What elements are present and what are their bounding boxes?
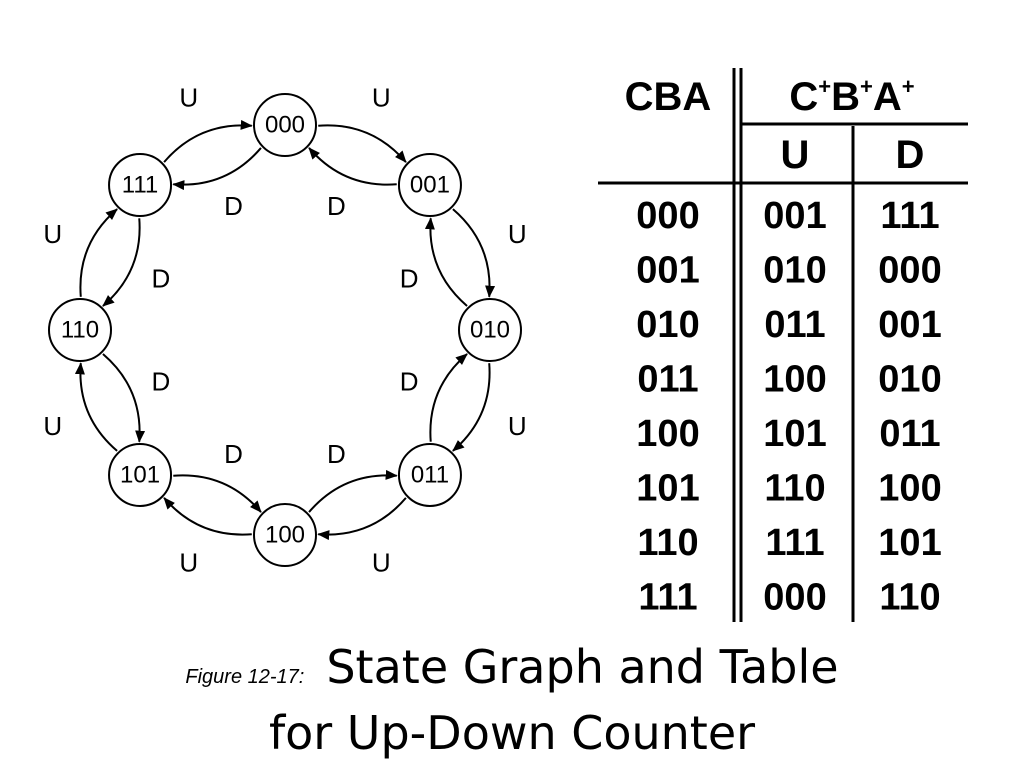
- table-row: 001 010 000: [636, 250, 941, 292]
- state-node-101: 101: [108, 442, 173, 507]
- table-cell-down: 110: [879, 577, 940, 619]
- state-node-circle: [253, 93, 317, 157]
- edge-down-111-to-110: [102, 218, 141, 307]
- table-cell-down: 101: [878, 522, 941, 564]
- edge-up-111-to-000: [163, 119, 253, 163]
- edge-label-up: U: [508, 411, 527, 441]
- table-row: 011 100 010: [637, 359, 941, 401]
- table-header-up: U: [781, 133, 810, 177]
- state-node-label: 101: [120, 461, 160, 488]
- state-node-label: 000: [265, 112, 305, 139]
- edge-label-up: U: [179, 83, 198, 113]
- state-node-label: 001: [410, 172, 450, 199]
- edge-label-down: D: [327, 439, 346, 469]
- edge-down-001-to-000: [308, 147, 397, 186]
- table-cell-down: 100: [878, 468, 941, 510]
- edge-label-down: D: [224, 439, 243, 469]
- state-node-001: 001: [397, 153, 462, 218]
- state-node-010: 010: [458, 298, 522, 362]
- table-header-down: D: [896, 133, 925, 177]
- state-node-label: 011: [411, 461, 449, 488]
- table-cell-present: 010: [636, 304, 699, 346]
- edge-label-up: U: [508, 219, 527, 249]
- edge-up-011-to-100: [317, 497, 407, 541]
- edge-up-110-to-111: [79, 208, 118, 297]
- edge-label-down: D: [400, 366, 419, 396]
- table-cell-present: 110: [637, 522, 698, 564]
- edge-down-101-to-100: [173, 474, 262, 513]
- edge-down-011-to-010: [429, 353, 468, 442]
- edge-label-up: U: [179, 547, 198, 577]
- table-row: 101 110 100: [636, 468, 941, 510]
- table-row: 010 011 001: [636, 304, 941, 346]
- table-cell-present: 111: [638, 577, 697, 619]
- edge-label-up: U: [43, 411, 62, 441]
- state-node-circle: [397, 442, 462, 507]
- figure-number: Figure 12-17:: [185, 666, 305, 688]
- table-row: 111 000 110: [638, 577, 940, 619]
- table-row: 110 111 101: [637, 522, 941, 564]
- state-graph: 000 001 010 011 100 101 110 111 U D U D U D U D U D U D U D U…: [43, 83, 527, 578]
- edge-up-101-to-110: [74, 362, 118, 452]
- state-node-circle: [108, 442, 173, 507]
- table-cell-up: 101: [763, 413, 826, 455]
- table-row: 100 101 011: [636, 413, 940, 455]
- state-node-label: 111: [122, 172, 158, 199]
- table-cell-up: 100: [763, 359, 826, 401]
- table-cell-up: 111: [765, 522, 824, 564]
- edge-down-000-to-111: [172, 147, 262, 191]
- edge-down-110-to-101: [102, 353, 146, 443]
- edge-down-010-to-001: [424, 217, 468, 307]
- table-header-next-state: C+B+A+: [789, 74, 914, 119]
- state-node-111: 111: [108, 153, 173, 218]
- state-node-circle: [458, 298, 522, 362]
- table-cell-present: 101: [636, 468, 699, 510]
- table-cell-down: 111: [880, 195, 939, 237]
- edge-label-up: U: [372, 547, 391, 577]
- edge-label-down: D: [151, 264, 170, 294]
- figure-caption-line-2: for Up-Down Counter: [268, 706, 756, 760]
- table-cell-present: 000: [636, 195, 699, 237]
- state-node-circle: [108, 153, 173, 218]
- edge-up-000-to-001: [318, 124, 407, 163]
- table-header-present-state: CBA: [625, 75, 712, 119]
- table-cell-up: 010: [763, 250, 826, 292]
- edge-up-001-to-010: [452, 208, 496, 298]
- edge-down-100-to-011: [308, 469, 398, 513]
- table-cell-present: 100: [636, 413, 699, 455]
- state-node-label: 110: [61, 317, 99, 344]
- figure-title: State Graph and Table: [326, 640, 839, 694]
- edge-up-010-to-011: [452, 363, 491, 452]
- table-cell-up: 000: [763, 577, 826, 619]
- state-node-000: 000: [253, 93, 317, 157]
- table-cell-down: 001: [878, 304, 941, 346]
- edge-label-down: D: [224, 191, 243, 221]
- table-row: 000 001 111: [636, 195, 939, 237]
- table-cell-down: 010: [878, 359, 941, 401]
- edge-up-100-to-101: [163, 497, 252, 536]
- table-cell-present: 001: [636, 250, 699, 292]
- figure-caption-line-1: Figure 12-17: State Graph and Table: [0, 640, 1024, 694]
- state-node-110: 110: [48, 298, 112, 362]
- table-cell-up: 110: [764, 468, 825, 510]
- edge-label-up: U: [372, 83, 391, 113]
- state-node-circle: [253, 503, 317, 567]
- state-node-circle: [48, 298, 112, 362]
- state-node-011: 011: [397, 442, 462, 507]
- edge-label-down: D: [400, 264, 419, 294]
- state-node-label: 010: [470, 317, 510, 344]
- state-node-circle: [397, 153, 462, 218]
- table-cell-up: 001: [763, 195, 826, 237]
- state-node-100: 100: [253, 503, 317, 567]
- table-cell-up: 011: [764, 304, 825, 346]
- table-cell-down: 011: [879, 413, 940, 455]
- table-cell-present: 011: [637, 359, 698, 401]
- edge-label-down: D: [151, 366, 170, 396]
- state-node-label: 100: [265, 522, 305, 549]
- table-cell-down: 000: [878, 250, 941, 292]
- edge-label-up: U: [43, 219, 62, 249]
- edge-label-down: D: [327, 191, 346, 221]
